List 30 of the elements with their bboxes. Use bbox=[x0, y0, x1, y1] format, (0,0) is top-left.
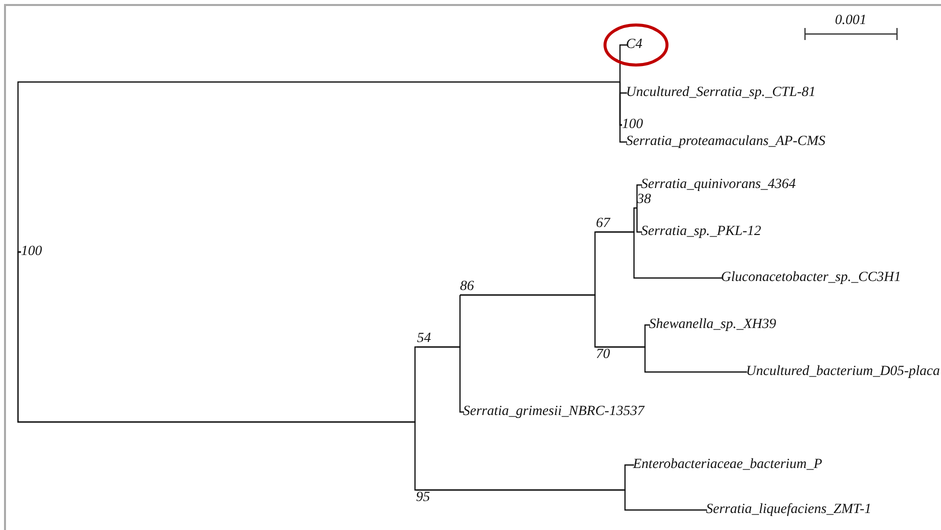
taxon-label: Serratia_proteamaculans_AP-CMS bbox=[626, 134, 826, 150]
tree-branch bbox=[636, 208, 642, 233]
bootstrap-value: 38 bbox=[637, 192, 651, 208]
taxon-label: Uncultured_Serratia_sp._CTL-81 bbox=[626, 85, 816, 101]
tree-branch bbox=[459, 294, 596, 348]
tree-branch bbox=[619, 92, 627, 126]
taxon-label: C4 bbox=[626, 37, 642, 53]
taxon-label: Serratia_sp._PKL-12 bbox=[641, 224, 762, 240]
taxon-label: Shewanella_sp._XH39 bbox=[649, 317, 776, 333]
tree-branch bbox=[636, 184, 642, 208]
tree-branch bbox=[416, 346, 464, 413]
tree-branch bbox=[17, 251, 417, 491]
bootstrap-value: 67 bbox=[596, 216, 610, 232]
tree-branch bbox=[595, 231, 722, 279]
taxon-label: Enterobacteriaceae_bacterium_P bbox=[633, 457, 822, 473]
bootstrap-value: 100 bbox=[21, 244, 42, 260]
taxon-label: Uncultured_bacterium_D05-placa bbox=[746, 364, 940, 380]
bootstrap-value: 95 bbox=[416, 490, 430, 506]
taxon-label: Gluconacetobacter_sp._CC3H1 bbox=[721, 270, 902, 286]
scale-label: 0.001 bbox=[835, 13, 866, 29]
bootstrap-value: 54 bbox=[417, 331, 431, 347]
bootstrap-value: 100 bbox=[622, 117, 643, 133]
tree-branch bbox=[595, 346, 747, 373]
taxon-label: Serratia_quinivorans_4364 bbox=[641, 177, 796, 193]
taxon-label: Serratia_grimesii_NBRC-13537 bbox=[463, 404, 644, 420]
taxon-label: Serratia_liquefaciens_ZMT-1 bbox=[706, 502, 872, 518]
bootstrap-value: 70 bbox=[596, 347, 610, 363]
bootstrap-value: 86 bbox=[460, 279, 474, 295]
tree-branch bbox=[415, 489, 707, 511]
tree-branch bbox=[619, 124, 627, 143]
